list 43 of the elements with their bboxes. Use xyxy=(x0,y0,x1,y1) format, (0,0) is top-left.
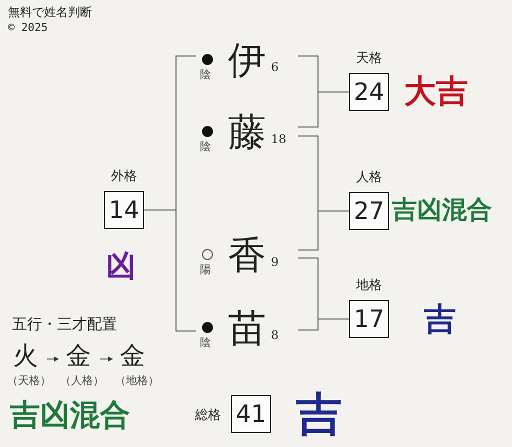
name-character: 香 xyxy=(228,235,266,275)
stroke-count: 9 xyxy=(271,255,279,269)
number-box: 27 xyxy=(349,192,389,230)
number-box: 17 xyxy=(349,300,389,338)
verdict-label: 吉 xyxy=(296,386,342,443)
stroke-count: 6 xyxy=(271,60,279,74)
verdict-label: 吉 xyxy=(424,299,456,340)
verdict-label: 凶 xyxy=(106,248,136,286)
arrow xyxy=(46,356,59,362)
yin-yang-label: 陰 xyxy=(200,335,211,350)
number-box: 24 xyxy=(349,73,389,111)
heading-label: 外格 xyxy=(110,168,138,185)
bracket-line xyxy=(144,210,196,332)
yin-yang-label: 陽 xyxy=(200,262,211,277)
element-character: 金 xyxy=(120,342,146,370)
heading-label: 人格 xyxy=(355,169,383,186)
yin-yang-label: 陰 xyxy=(200,67,211,82)
position-label: （地格） xyxy=(115,373,159,388)
bracket-line xyxy=(298,318,350,330)
yin-yang-label: 陰 xyxy=(200,139,211,154)
bracket-line xyxy=(298,92,350,128)
verdict-label: 吉凶混合 xyxy=(10,397,130,435)
element-character: 金 xyxy=(66,342,92,370)
element-character: 火 xyxy=(13,342,39,370)
position-label: （天格） xyxy=(7,373,51,388)
heading-label: 天格 xyxy=(355,50,383,67)
bracket-line xyxy=(298,210,350,250)
position-label: （人格） xyxy=(60,373,104,388)
name-character: 苗 xyxy=(228,308,266,348)
heading-label: 地格 xyxy=(355,277,383,294)
verdict-label: 大吉 xyxy=(404,71,468,112)
arrow xyxy=(100,356,113,362)
copyright-note: © 2025 xyxy=(8,21,48,34)
stroke-count: 18 xyxy=(271,132,286,146)
site-title: 無料で姓名判断 xyxy=(8,4,92,21)
heading-label: 総格 xyxy=(194,407,222,424)
name-character: 伊 xyxy=(228,40,266,80)
section-heading: 五行・三才配置 xyxy=(12,315,117,334)
stroke-count: 8 xyxy=(271,328,279,342)
name-character: 藤 xyxy=(228,112,266,152)
number-box: 14 xyxy=(104,191,144,229)
number-box: 41 xyxy=(231,395,271,433)
verdict-label: 吉凶混合 xyxy=(392,194,492,226)
